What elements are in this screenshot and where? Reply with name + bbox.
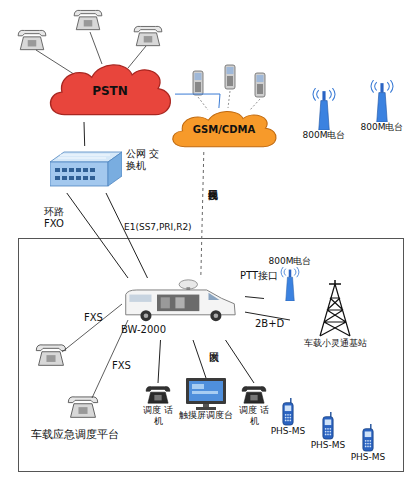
gsm-mobiles	[193, 65, 265, 110]
connector-line	[226, 340, 255, 383]
icon-holder	[50, 150, 122, 190]
antenna-icon	[360, 80, 404, 122]
phs-base-station: 车载小灵通基站	[290, 280, 380, 360]
connector-line	[245, 297, 264, 299]
connector-line	[193, 340, 206, 378]
dispatch-van: BW-2000	[115, 278, 245, 340]
phs-handset: PHS-MS	[346, 424, 390, 470]
icon-holder	[140, 383, 176, 405]
deskphone-icon	[140, 383, 176, 405]
pstn-phones	[18, 10, 162, 78]
device-label: 800M电台	[361, 122, 404, 133]
icon-holder	[360, 80, 404, 122]
device-label: 800M电台	[269, 256, 312, 267]
icon-holder	[236, 383, 272, 405]
tower-icon	[290, 280, 380, 338]
connector-label: E1(SS7,PRI,R2)	[124, 222, 204, 233]
connector-label: PTT接口	[240, 270, 280, 282]
icon-holder	[266, 398, 310, 426]
platform-label: 车载应急调度平台	[31, 428, 119, 441]
connector-label: 2B+D	[255, 318, 291, 330]
screen-icon	[178, 378, 234, 410]
radio-800m: 800M电台	[360, 80, 404, 142]
switchBox-icon	[50, 150, 122, 190]
device-label: 触摸屏调度台	[179, 410, 233, 421]
antenna-icon	[302, 88, 346, 130]
connector-line	[84, 122, 86, 146]
icon-holder	[178, 378, 234, 410]
public-switch: 公网 交换机	[50, 146, 162, 193]
connector-label: 环路 FXO	[44, 206, 74, 230]
connector-line	[175, 94, 220, 108]
device-label: BW-2000	[115, 324, 166, 336]
phs-handset: PHS-MS	[306, 412, 350, 458]
handset-icon	[346, 424, 390, 452]
handset-icon	[306, 412, 350, 440]
phs-handset: PHS-MS	[266, 398, 310, 444]
platform-frame: 车载应急调度平台 800M电台 BW-2000 车载小灵通基站调度 话机触摸屏调度台调…	[18, 238, 404, 472]
switch-label: 公网 交换机	[126, 148, 162, 172]
gsm-cloud: GSM/CDMA	[168, 108, 280, 152]
icon-holder	[290, 280, 380, 338]
line-label: FXS	[112, 360, 131, 372]
device-label: PHS-MS	[311, 440, 346, 451]
device-label: 800M电台	[303, 130, 346, 141]
connector-line	[67, 193, 128, 278]
deskphone-icon	[236, 383, 272, 405]
connector-line	[106, 193, 148, 278]
icon-holder	[306, 412, 350, 440]
van-icon	[115, 278, 245, 324]
device-label: 调度 话机	[140, 405, 176, 427]
radio-800m: 800M电台	[302, 88, 346, 150]
icon-holder	[302, 88, 346, 130]
touch-console: 触摸屏调度台	[178, 378, 234, 438]
device-label: 调度 话机	[236, 405, 272, 427]
pstn-cloud: PSTN	[45, 60, 175, 122]
cloud-label: GSM/CDMA	[168, 124, 280, 136]
connector-line	[158, 340, 161, 383]
device-label: PHS-MS	[271, 426, 306, 437]
device-label: PHS-MS	[351, 452, 386, 463]
device-label: 车载小灵通基站	[304, 338, 367, 349]
handset-icon	[266, 398, 310, 426]
icon-holder	[115, 278, 245, 324]
cloud-label: PSTN	[45, 84, 175, 98]
dispatch-phone: 调度 话机	[140, 383, 176, 435]
connector-line	[201, 152, 204, 278]
dispatch-phone: 调度 话机	[236, 383, 272, 435]
icon-holder	[346, 424, 390, 452]
line-label: FXS	[84, 312, 103, 324]
